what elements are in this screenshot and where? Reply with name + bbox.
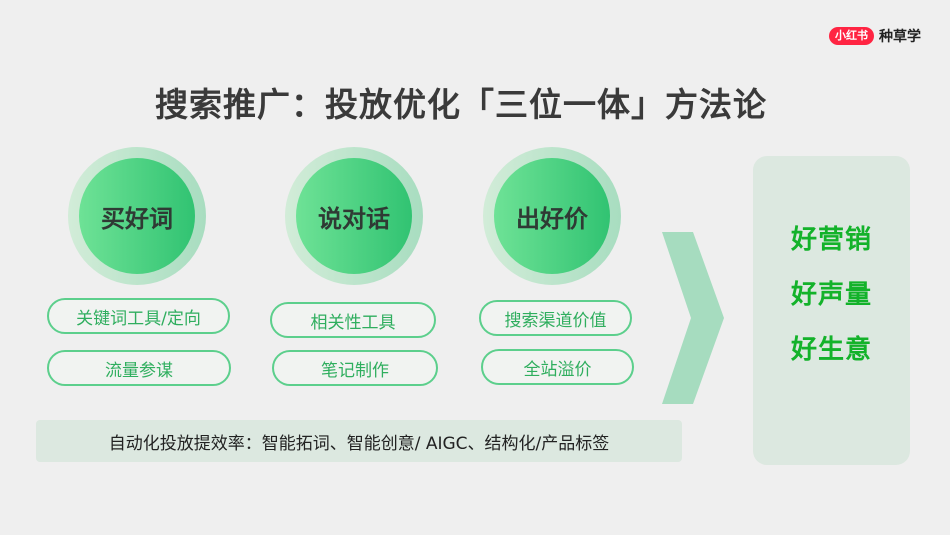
result-good-reputation: 好声量 — [790, 280, 872, 310]
results-panel: 好营销 好声量 好生意 — [753, 156, 910, 465]
automation-bar: 自动化投放提效率：智能拓词、智能创意/ AIGC、结构化/产品标签 — [36, 420, 682, 462]
page-title: 搜索推广：投放优化「三位一体」方法论 — [155, 85, 767, 124]
pillar-3-tag-1: 搜索渠道价值 — [479, 300, 632, 336]
pillar-label-2: 说对话 — [296, 158, 412, 274]
result-good-marketing: 好营销 — [790, 225, 872, 255]
pillar-label-3: 出好价 — [494, 158, 610, 274]
pillar-3-tag-2: 全站溢价 — [481, 349, 634, 385]
brand-name: 种草学 — [879, 29, 921, 45]
pillar-1-tag-2: 流量参谋 — [47, 350, 231, 386]
pillar-2-tag-1: 相关性工具 — [270, 302, 436, 338]
brand-badge: 小红书 — [829, 27, 874, 45]
pillar-circle-3: 出好价 — [483, 147, 621, 285]
pillar-1-tag-1: 关键词工具/定向 — [47, 298, 230, 334]
brand-logo: 小红书 种草学 — [829, 26, 921, 46]
pillar-label-1: 买好词 — [79, 158, 195, 274]
chevron-right-icon — [662, 232, 724, 404]
pillar-2-tag-2: 笔记制作 — [272, 350, 438, 386]
pillar-circle-2: 说对话 — [285, 147, 423, 285]
result-good-business: 好生意 — [790, 335, 872, 365]
pillar-circle-1: 买好词 — [68, 147, 206, 285]
